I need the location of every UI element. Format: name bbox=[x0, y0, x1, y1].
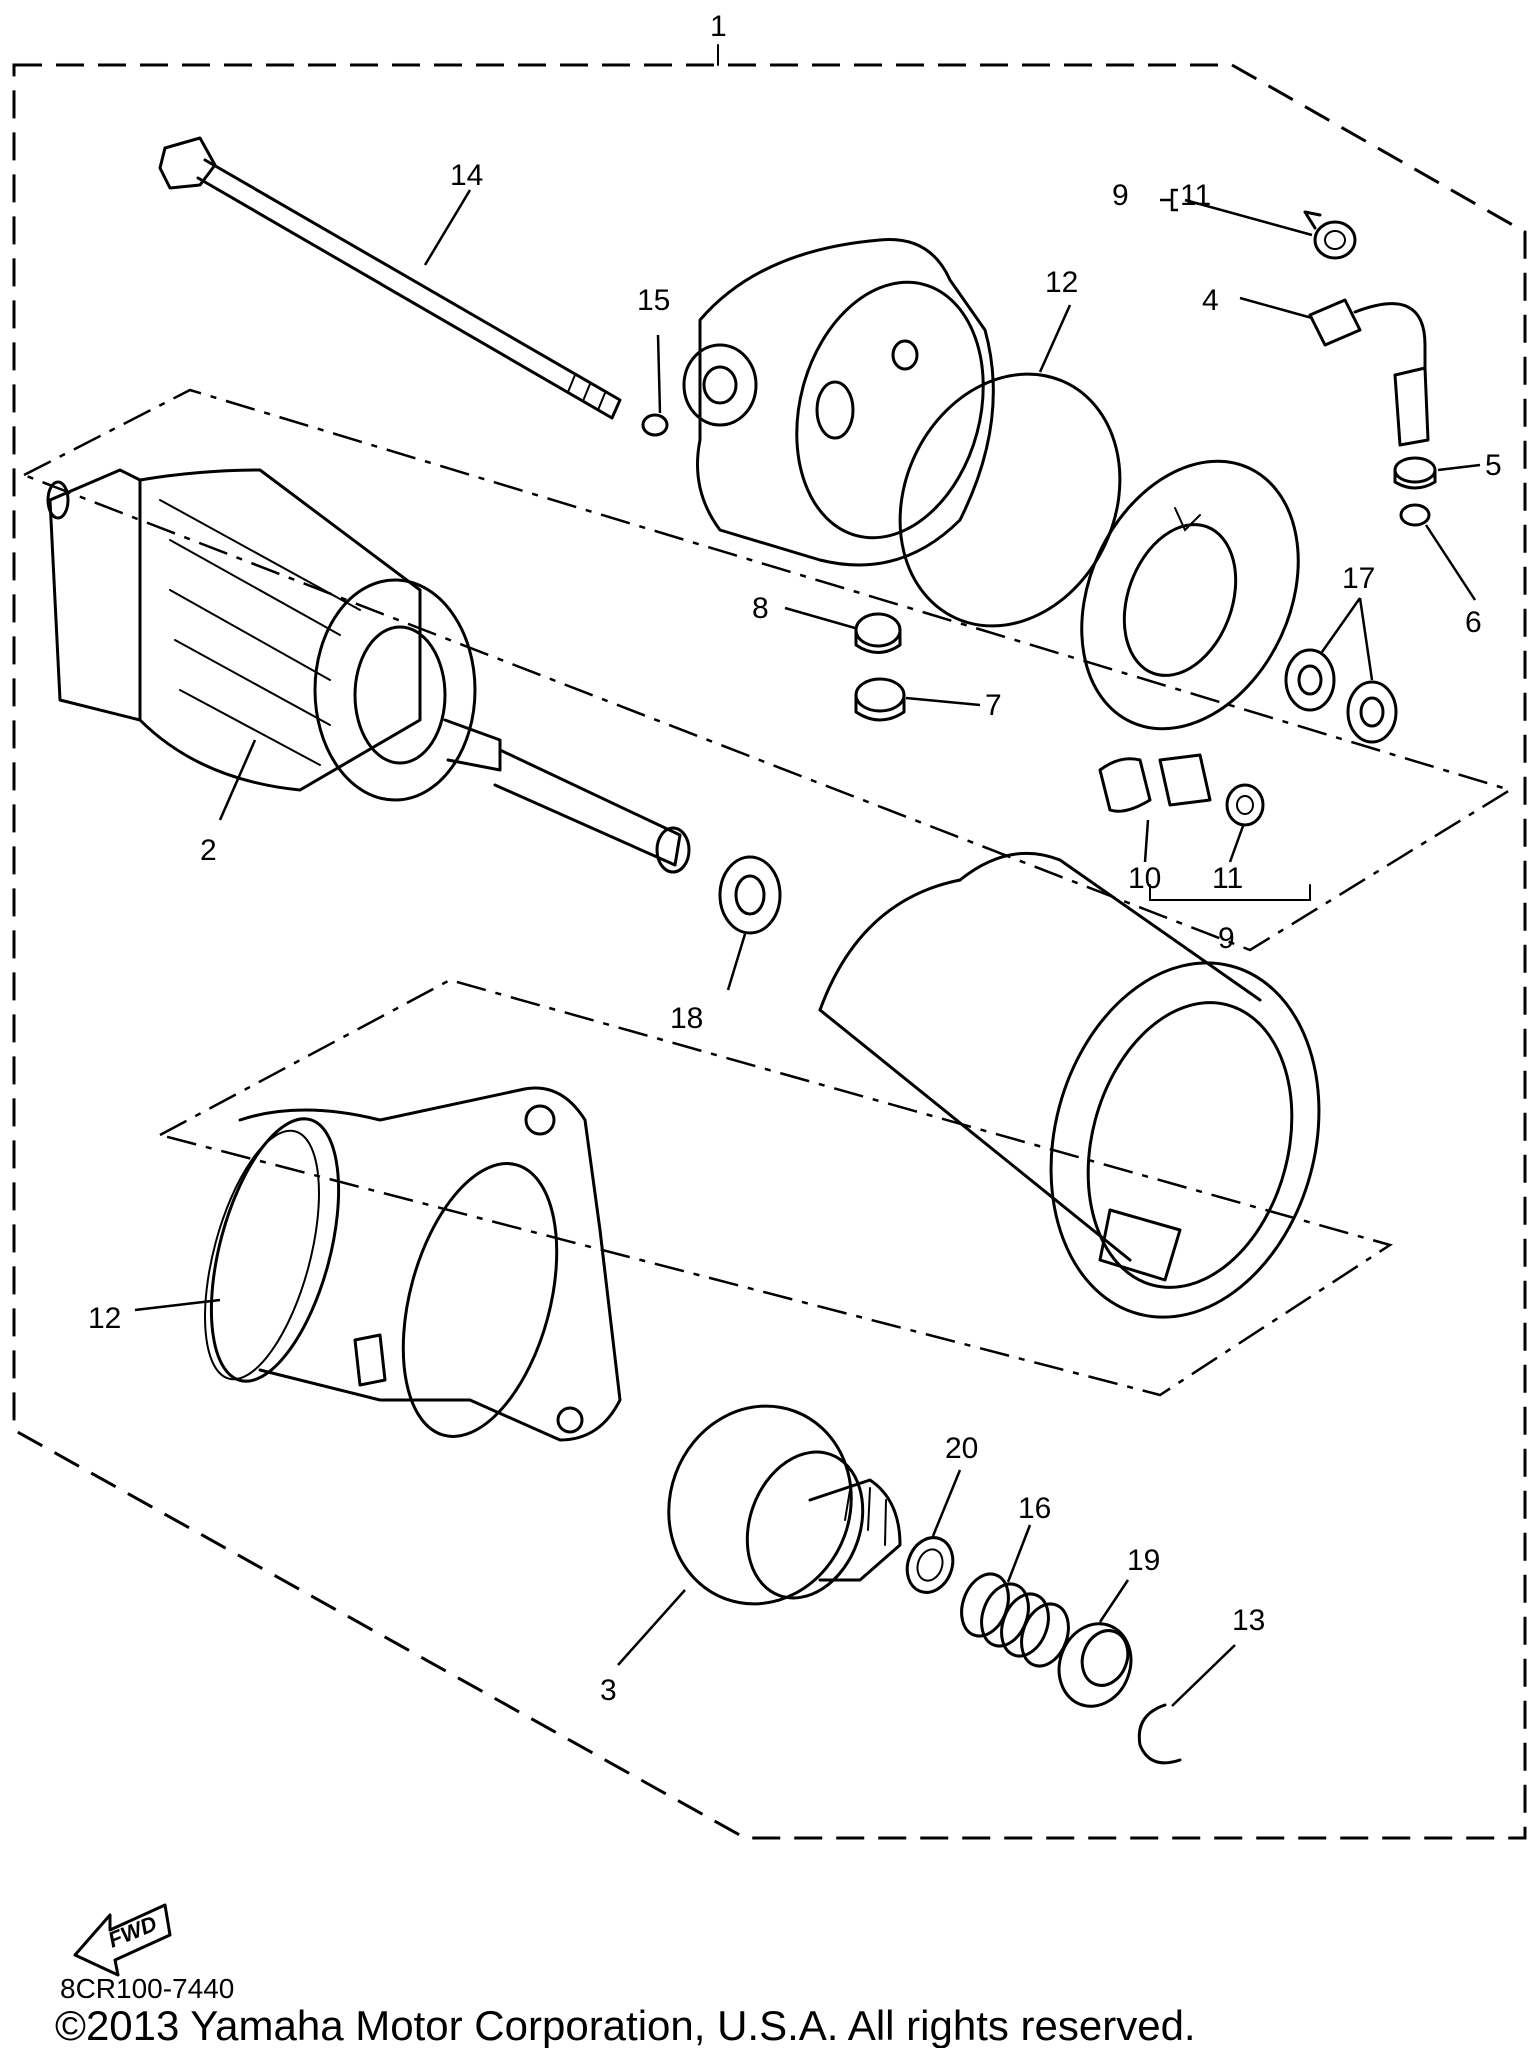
washers-part-17 bbox=[1284, 648, 1398, 744]
spring-part-11-top bbox=[1303, 210, 1357, 260]
callout-4: 4 bbox=[1202, 284, 1219, 317]
o-ring-part-12-lower bbox=[204, 1129, 320, 1381]
callout-20: 20 bbox=[945, 1432, 978, 1465]
brush-plate bbox=[1080, 459, 1300, 731]
spring-part-11-lower bbox=[1225, 783, 1265, 827]
lower-assembly-plane bbox=[156, 978, 1393, 1397]
callout-1: 1 bbox=[710, 10, 727, 43]
callout-12-lower: 12 bbox=[88, 1302, 121, 1335]
yoke-housing bbox=[818, 851, 1321, 1319]
callout-9-top: 9 bbox=[1112, 179, 1129, 212]
brush-part-10 bbox=[1098, 753, 1212, 813]
callout-11-lower: 11 bbox=[1212, 862, 1243, 895]
through-bolt-part-14 bbox=[158, 136, 622, 420]
callout-6: 6 bbox=[1465, 606, 1482, 639]
assembly-boundary bbox=[12, 63, 1527, 1840]
callout-2: 2 bbox=[200, 834, 217, 867]
clutch-part-3 bbox=[667, 1404, 902, 1606]
armature-part-2 bbox=[46, 468, 691, 874]
callout-13: 13 bbox=[1232, 1604, 1265, 1637]
callout-11-top: 11 bbox=[1180, 179, 1211, 212]
upper-assembly-plane bbox=[20, 388, 1514, 952]
callout-3: 3 bbox=[600, 1674, 617, 1707]
washer-part-18 bbox=[718, 855, 782, 935]
circlip-part-13 bbox=[1137, 1703, 1182, 1765]
terminal-wire-part-4 bbox=[1308, 298, 1430, 447]
washer-part-20 bbox=[905, 1536, 955, 1594]
spring-part-16 bbox=[960, 1572, 1070, 1668]
callout-15: 15 bbox=[637, 284, 670, 317]
callout-7: 7 bbox=[985, 689, 1002, 722]
fwd-arrow-icon: FWD bbox=[73, 1903, 172, 1977]
leader-lines bbox=[134, 188, 1481, 1707]
o-ring-part-12-upper bbox=[898, 372, 1122, 628]
bracket-part-9-lower bbox=[1149, 884, 1311, 901]
copyright-notice: ©2013 Yamaha Motor Corporation, U.S.A. A… bbox=[55, 2002, 1196, 2048]
nut-part-7 bbox=[854, 677, 906, 722]
callout-19: 19 bbox=[1127, 1544, 1160, 1577]
rear-cover-housing bbox=[682, 238, 995, 567]
callout-8: 8 bbox=[752, 592, 769, 625]
sleeve-part-19 bbox=[1057, 1622, 1133, 1708]
callout-10: 10 bbox=[1128, 862, 1161, 895]
front-cover bbox=[209, 1086, 622, 1442]
o-ring-part-15 bbox=[641, 413, 669, 437]
o-ring-part-6 bbox=[1399, 503, 1431, 527]
callout-9-lower: 9 bbox=[1218, 922, 1235, 955]
callout-14: 14 bbox=[450, 159, 483, 192]
callout-18: 18 bbox=[670, 1002, 703, 1035]
fwd-label: FWD bbox=[105, 1911, 161, 1953]
insulator-part-5 bbox=[1393, 456, 1437, 490]
callout-16: 16 bbox=[1018, 1492, 1051, 1525]
callout-5: 5 bbox=[1485, 449, 1502, 482]
callout-17: 17 bbox=[1342, 562, 1375, 595]
diagram-code: 8CR100-7440 bbox=[60, 1973, 234, 2004]
callout-12-upper: 12 bbox=[1045, 266, 1078, 299]
insulator-part-8 bbox=[854, 612, 902, 654]
